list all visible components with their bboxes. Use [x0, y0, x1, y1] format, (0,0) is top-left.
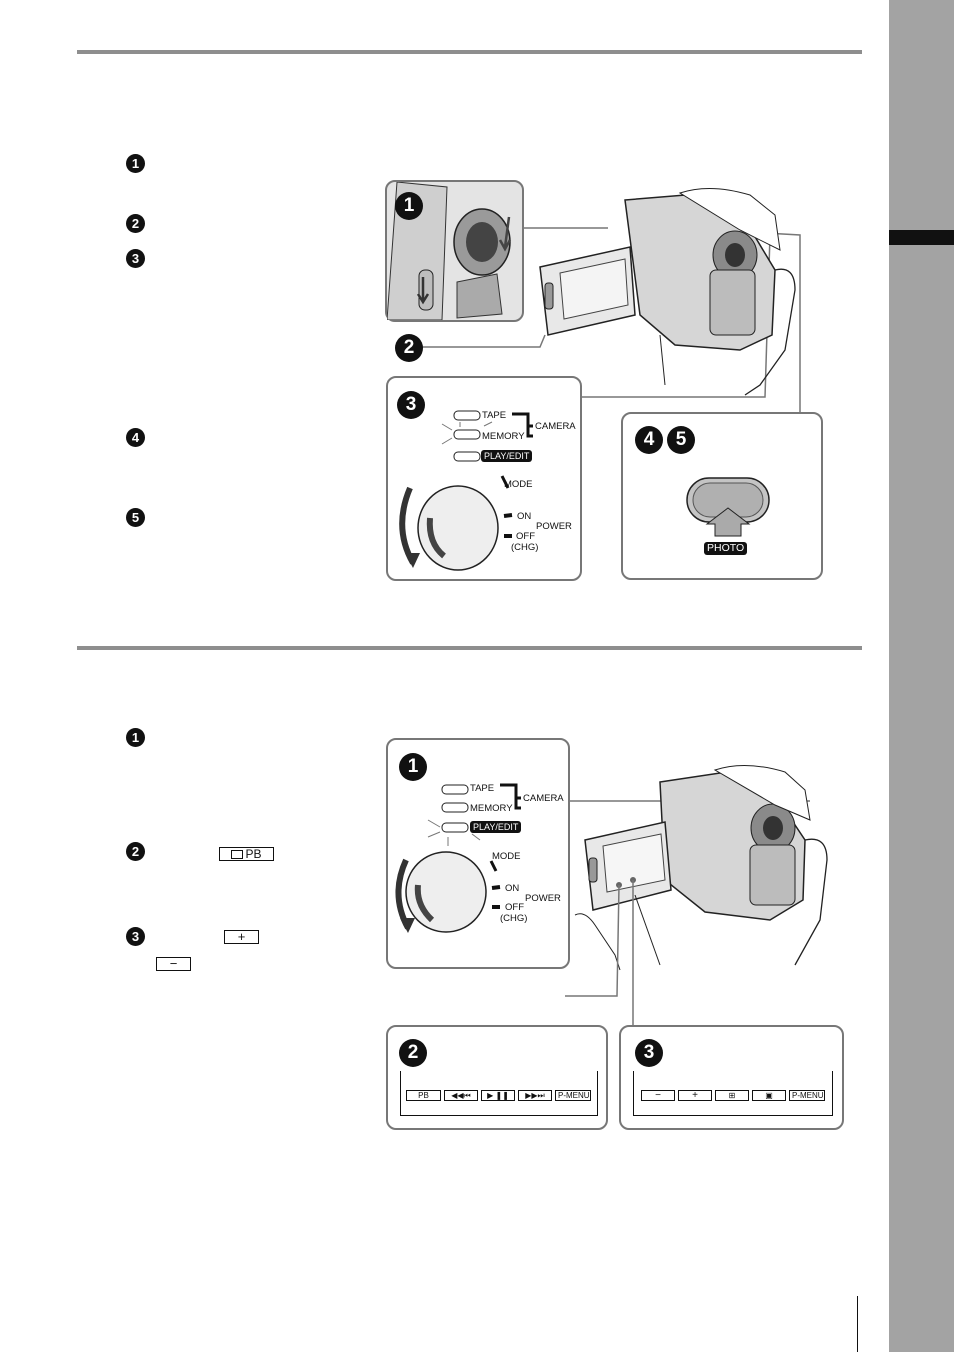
- plus-key-icon: +: [224, 930, 259, 944]
- mode-lamps-drawing: [399, 410, 533, 571]
- off-label: OFF: [516, 531, 535, 542]
- memory-label: MEMORY: [482, 431, 525, 442]
- play-pause-button[interactable]: ▶ ❚❚: [481, 1090, 515, 1101]
- step-3-icon: 3: [126, 249, 145, 268]
- chg-label: (CHG): [511, 542, 539, 553]
- camera-label: CAMERA: [535, 421, 576, 432]
- mode-label: MODE: [492, 851, 521, 862]
- step-5-icon: 5: [126, 508, 145, 527]
- callout-b1-icon: 1: [399, 753, 427, 781]
- callout-5-icon: 5: [667, 426, 695, 454]
- step-1-icon: 1: [126, 154, 145, 173]
- minus-key-icon: −: [156, 957, 191, 971]
- memory-label: MEMORY: [470, 803, 513, 814]
- inset-photo-button: 4 5 PHOTO: [621, 412, 823, 580]
- callout-4-icon: 4: [635, 426, 663, 454]
- step-b2-icon: 2: [126, 842, 145, 861]
- mode-label: MODE: [504, 479, 533, 490]
- rewind-button[interactable]: ◀◀⏮: [444, 1090, 478, 1101]
- power-label: POWER: [525, 893, 561, 904]
- inset-viewfinder: 1: [385, 180, 524, 322]
- chg-label: (CHG): [500, 913, 528, 924]
- play-edit-label: PLAY/EDIT: [481, 450, 533, 462]
- inset-screen-playback: 2 PB ◀◀⏮ ▶ ❚❚ ▶▶⏭ P-MENU: [386, 1025, 608, 1130]
- play-edit-label: PLAY/EDIT: [470, 821, 522, 833]
- page-number-rule: [857, 1296, 858, 1352]
- tape-label: TAPE: [482, 410, 507, 421]
- frame-icon: [231, 850, 244, 860]
- camera-label: CAMERA: [523, 793, 564, 804]
- playback-button-row: PB ◀◀⏮ ▶ ❚❚ ▶▶⏭ P-MENU: [406, 1090, 591, 1101]
- inset-power-switch-top: 3 TAPE MEMORY PLAY/EDIT CAMERA MODE ON P…: [386, 376, 582, 581]
- section-rule-top: [77, 50, 862, 54]
- step-2-icon: 2: [126, 214, 145, 233]
- lcd-screen-frame: [400, 1071, 598, 1116]
- callout-2-icon: 2: [395, 334, 423, 362]
- zoom-out-button[interactable]: −: [641, 1090, 675, 1101]
- off-label: OFF: [505, 902, 524, 913]
- pb-key-icon: PB: [219, 847, 274, 861]
- sidebar-section-tab: [889, 230, 954, 245]
- inset-power-switch-bottom: 1 TAPE MEMORY PLAY/EDIT CAMERA MODE ON P…: [386, 738, 570, 969]
- zoom-button-row: − + ⊞ ▣ P-MENU: [641, 1090, 825, 1101]
- callout-3-icon: 3: [397, 391, 425, 419]
- tape-label: TAPE: [470, 783, 495, 794]
- zoom-in-button[interactable]: +: [678, 1090, 712, 1101]
- pb-key-label: PB: [245, 847, 262, 861]
- photo-button-label: PHOTO: [704, 542, 748, 555]
- pb-button[interactable]: PB: [406, 1090, 441, 1101]
- power-label: POWER: [536, 521, 572, 532]
- fast-forward-button[interactable]: ▶▶⏭: [518, 1090, 552, 1101]
- return-icon[interactable]: ⊞: [715, 1090, 749, 1101]
- callout-1-icon: 1: [395, 192, 423, 220]
- inset-screen-zoom: 3 − + ⊞ ▣ P-MENU: [619, 1025, 844, 1130]
- step-b3-icon: 3: [126, 927, 145, 946]
- callout-b3-icon: 3: [635, 1039, 663, 1067]
- section-rule-bottom: [77, 646, 862, 650]
- photo-button-drawing: [686, 477, 770, 537]
- step-4-icon: 4: [126, 428, 145, 447]
- p-menu-button[interactable]: P-MENU: [789, 1090, 825, 1101]
- p-menu-button[interactable]: P-MENU: [555, 1090, 591, 1101]
- page-sidebar: [889, 0, 954, 1352]
- step-b1-icon: 1: [126, 728, 145, 747]
- index-icon[interactable]: ▣: [752, 1090, 786, 1101]
- camcorder-illustration-top: [420, 187, 801, 413]
- on-label: ON: [505, 883, 520, 894]
- callout-b2-icon: 2: [399, 1039, 427, 1067]
- on-label: ON: [517, 511, 532, 522]
- mode-lamps-drawing-bottom: [395, 783, 521, 933]
- camcorder-illustration-bottom: [565, 764, 828, 1026]
- lcd-screen-frame: [633, 1071, 833, 1116]
